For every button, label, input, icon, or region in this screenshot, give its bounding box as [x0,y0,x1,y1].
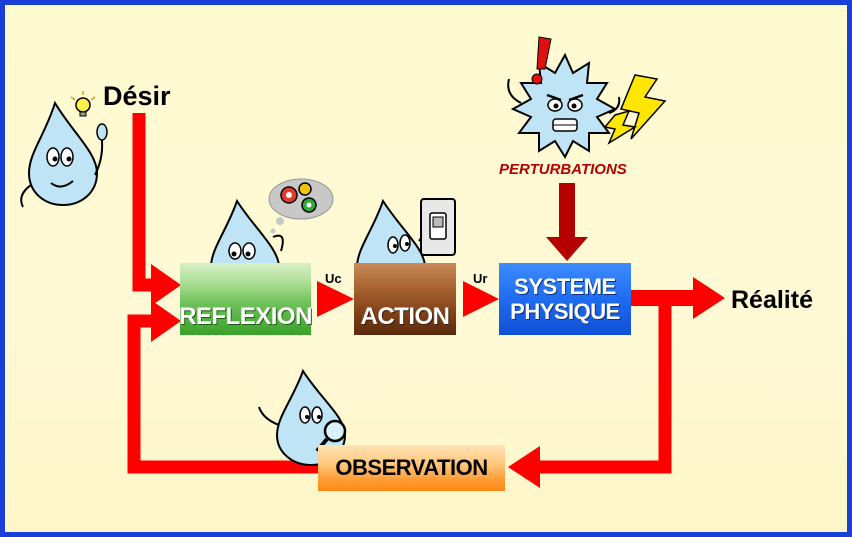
reflexion-to-action-arrowhead [317,281,354,317]
perturbations-arrow-shaft [559,183,575,239]
realite-to-observation-line [535,298,672,474]
ur-label: Ur [473,271,488,286]
desir-label: Désir [103,81,171,111]
angry-spiky-disturbance-icon [507,52,621,160]
gears-icon [268,178,334,234]
realite-label: Réalité [731,286,813,314]
lightning-icon [603,74,667,145]
light-bulb-icon [70,91,96,117]
flow-arrows [20,36,725,488]
action-label: ACTION [360,303,451,330]
feedback-return-arrowhead [151,300,181,342]
systeme-label-line1: SYSTEME [514,274,616,299]
desir-to-reflexion-arrowhead [151,264,181,306]
water-drop-magnifier-icon [258,368,347,467]
reflexion-block: REFLEXION [179,263,312,335]
observation-label: OBSERVATION [335,455,488,480]
light-switch-icon [420,198,456,256]
feedback-return-line [127,314,318,474]
action-block: ACTION [354,263,456,335]
uc-label: Uc [325,271,342,286]
realite-to-observation-arrowhead [508,446,540,488]
systeme-to-realite-arrowhead [693,277,725,319]
perturbations-arrowhead [546,237,588,261]
systeme-label-line2: PHYSIQUE [510,299,620,324]
systeme-physique-block: SYSTEME PHYSIQUE [499,263,631,335]
desir-to-reflexion-line [132,113,155,292]
perturbations-label: PERTURBATIONS [499,161,627,178]
exclamation-icon [531,36,552,85]
reflexion-label: REFLEXION [179,303,312,330]
water-drop-thinking-icon [20,100,108,208]
action-to-systeme-arrowhead [463,281,499,317]
observation-block: OBSERVATION [318,445,505,491]
